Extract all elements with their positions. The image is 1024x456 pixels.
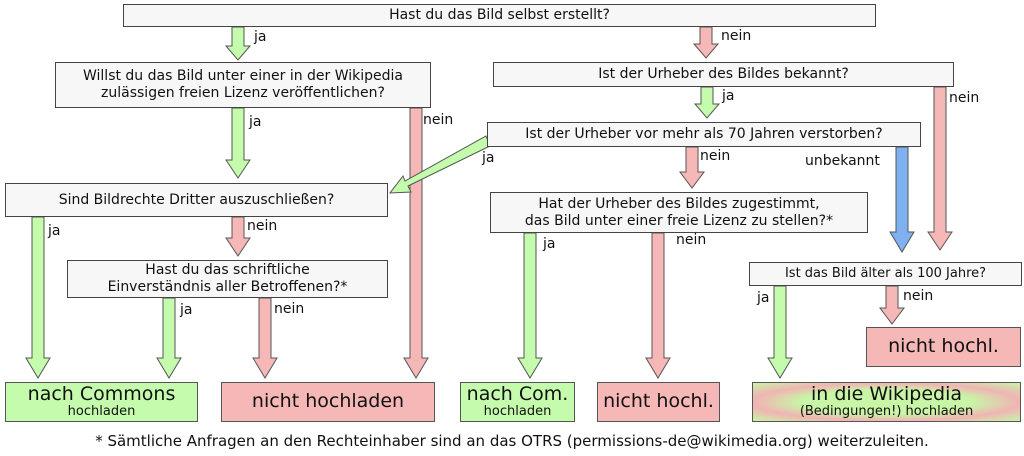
label-ja: ja xyxy=(482,150,495,166)
label-unbekannt: unbekannt xyxy=(805,153,880,169)
question-text: Ist der Urheber vor mehr als 70 Jahren v… xyxy=(525,126,883,143)
arrow-q5-ja xyxy=(25,216,51,379)
result-nach-commons: nach Commons hochladen xyxy=(5,382,198,422)
result-subtitle: (Bedingungen!) hochladen xyxy=(799,403,974,419)
arrow-q7-nein xyxy=(252,297,278,379)
arrow-q3-nein xyxy=(927,86,953,251)
result-title: nicht hochl. xyxy=(603,390,714,413)
question-text: das Bild unter einer freie Lizenz zu ste… xyxy=(524,212,834,229)
question-aelter-100-jahre: Ist das Bild älter als 100 Jahre? xyxy=(749,262,1022,286)
question-selbst-erstellt: Hast du das Bild selbst erstellt? xyxy=(123,4,876,27)
result-subtitle: hochladen xyxy=(483,403,552,419)
question-urheber-verstorben: Ist der Urheber vor mehr als 70 Jahren v… xyxy=(487,122,921,147)
question-text: Einverständnis aller Betroffenen?* xyxy=(107,279,348,295)
question-text: Hat der Urheber des Bildes zugestimmt, xyxy=(538,195,820,212)
arrow-q3-ja xyxy=(693,86,721,119)
question-text: Hast du das schriftliche xyxy=(145,262,310,279)
result-title: nicht hochladen xyxy=(251,390,405,413)
label-nein: nein xyxy=(247,218,278,234)
question-text: Willst du das Bild unter einer in der Wi… xyxy=(82,68,404,85)
arrow-q8-nein xyxy=(879,285,905,325)
label-ja: ja xyxy=(543,236,556,252)
result-nach-com: nach Com. hochladen xyxy=(460,382,575,422)
label-ja: ja xyxy=(254,29,267,45)
label-nein: nein xyxy=(676,232,707,248)
label-nein: nein xyxy=(903,288,934,304)
question-text: Sind Bildrechte Dritter auszuschließen? xyxy=(58,191,335,208)
arrow-q6-ja xyxy=(517,232,543,379)
result-subtitle: hochladen xyxy=(67,403,136,419)
arrow-q1-nein xyxy=(692,26,720,59)
arrow-q2-ja xyxy=(225,107,251,179)
label-nein: nein xyxy=(423,112,454,128)
label-nein: nein xyxy=(700,148,731,164)
question-freie-lizenz: Willst du das Bild unter einer in der Wi… xyxy=(55,62,431,108)
question-urheber-bekannt: Ist der Urheber des Bildes bekannt? xyxy=(493,62,954,87)
result-nicht-hochladen: nicht hochladen xyxy=(221,382,435,422)
result-title: nach Commons xyxy=(27,382,176,405)
result-in-die-wikipedia: in die Wikipedia (Bedingungen!) hochlade… xyxy=(752,382,1021,422)
result-nicht-hochl-mitte: nicht hochl. xyxy=(597,382,720,422)
result-nicht-hochl-rechts: nicht hochl. xyxy=(866,327,1021,367)
label-nein: nein xyxy=(721,28,752,44)
result-title: nicht hochl. xyxy=(888,335,999,358)
label-ja: ja xyxy=(48,223,61,239)
question-text: Ist das Bild älter als 100 Jahre? xyxy=(784,266,987,282)
question-urheber-zugestimmt: Hat der Urheber des Bildes zugestimmt, d… xyxy=(490,192,868,233)
question-text: zulässigen freien Lizenz veröffentlichen… xyxy=(101,85,385,101)
question-bildrechte-dritter: Sind Bildrechte Dritter auszuschließen? xyxy=(5,183,388,217)
arrow-q5-nein xyxy=(225,216,251,257)
arrow-q2-nein xyxy=(403,107,429,379)
arrow-q4-unbekannt xyxy=(889,146,915,253)
label-nein: nein xyxy=(949,90,980,106)
result-title: in die Wikipedia xyxy=(810,382,963,405)
question-text: Hast du das Bild selbst erstellt? xyxy=(389,7,610,24)
arrow-q4-nein xyxy=(679,146,705,189)
arrow-q7-ja xyxy=(156,297,182,379)
question-text: Ist der Urheber des Bildes bekannt? xyxy=(598,66,849,83)
label-nein: nein xyxy=(274,301,305,317)
arrow-q8-ja xyxy=(767,285,793,379)
footnote: * Sämtliche Anfragen an den Rechteinhabe… xyxy=(95,432,929,450)
arrow-q4-ja xyxy=(388,135,491,194)
result-title: nach Com. xyxy=(466,382,569,405)
label-ja: ja xyxy=(249,114,262,130)
label-ja: ja xyxy=(180,302,193,318)
label-ja: ja xyxy=(757,290,770,306)
arrow-q6-nein xyxy=(645,232,671,379)
question-einverstaendnis: Hast du das schriftliche Einverständnis … xyxy=(67,260,388,298)
label-ja: ja xyxy=(722,88,735,104)
arrow-q1-ja xyxy=(224,26,252,61)
